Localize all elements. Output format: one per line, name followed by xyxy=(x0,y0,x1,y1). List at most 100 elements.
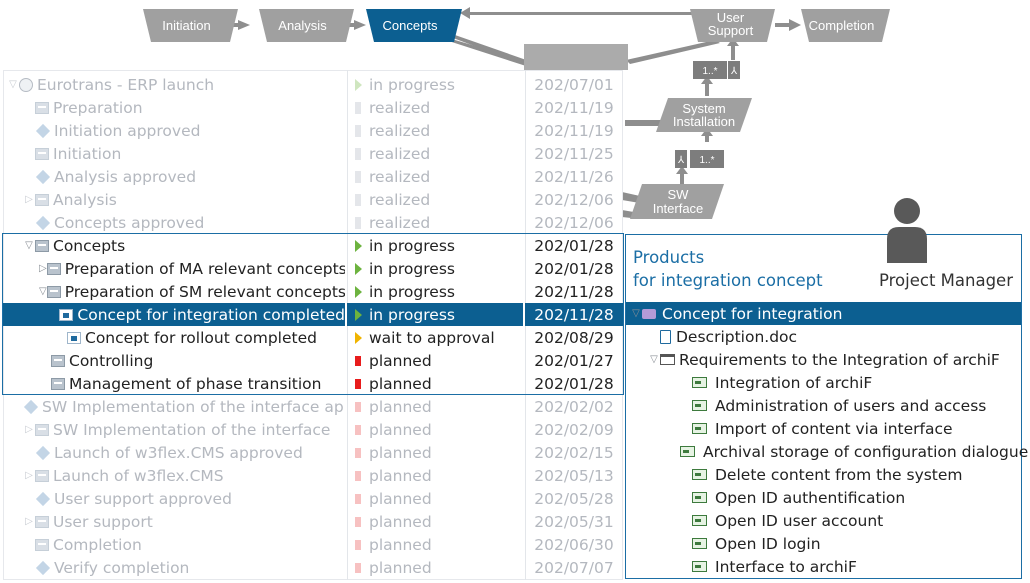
expand-toggle-icon[interactable]: ▽ xyxy=(650,354,658,365)
status-label: planned xyxy=(369,535,432,554)
sw-interface-label-2: Interface xyxy=(653,201,704,216)
expand-toggle-icon[interactable]: ▽ xyxy=(9,79,17,90)
requirement-icon xyxy=(680,446,695,457)
tree-item-label: Completion xyxy=(53,535,142,554)
expand-toggle-icon[interactable]: ▷ xyxy=(25,470,33,481)
task-icon xyxy=(35,423,49,436)
flow-step-analysis[interactable] xyxy=(259,9,354,42)
tree-date-cell: 202/05/31 xyxy=(534,512,614,531)
status-marker-icon xyxy=(355,147,361,160)
tree-item-label: SW Implementation of the interface xyxy=(53,420,331,439)
expand-toggle-icon[interactable]: ▷ xyxy=(25,516,33,527)
product-item[interactable]: Open ID user account xyxy=(626,509,1021,532)
status-label: planned xyxy=(369,558,432,577)
flow-step-concepts[interactable] xyxy=(366,9,462,42)
task-icon xyxy=(35,239,49,252)
tree-item-label: Preparation of MA relevant concepts xyxy=(64,259,345,278)
status-marker-icon xyxy=(355,539,361,550)
tree-status-cell: realized xyxy=(347,188,523,211)
product-item[interactable]: Import of content via interface xyxy=(626,417,1021,440)
product-item[interactable]: Open ID login xyxy=(626,532,1021,555)
status-marker-icon xyxy=(355,447,361,458)
tree-row[interactable]: Completion planned 202/06/30 xyxy=(3,533,623,556)
task-icon xyxy=(35,147,49,160)
product-item[interactable]: Open ID authentification xyxy=(626,486,1021,509)
product-item[interactable]: Delete content from the system xyxy=(626,463,1021,486)
tree-item-label: Concept for rollout completed xyxy=(85,328,317,347)
tree-status-cell: planned xyxy=(347,556,523,579)
tree-date-cell: 202/12/06 xyxy=(534,213,614,232)
flow-step-initiation[interactable] xyxy=(143,9,238,42)
tree-name-cell: Management of phase transition xyxy=(3,372,345,395)
status-label: planned xyxy=(369,374,432,393)
status-marker-icon xyxy=(355,355,361,366)
product-item[interactable]: Description.doc xyxy=(626,325,1021,348)
fork-glyph-top: ⅄ xyxy=(730,66,738,77)
milestone-icon xyxy=(35,560,51,575)
flow-step-label: Concepts xyxy=(383,18,438,33)
product-item-label: Requirements to the Integration of archi… xyxy=(679,350,1000,369)
expand-toggle-icon[interactable]: ▷ xyxy=(39,263,47,274)
status-label: planned xyxy=(369,420,432,439)
product-item[interactable]: ▽ Requirements to the Integration of arch… xyxy=(626,348,1021,371)
product-item-label: Description.doc xyxy=(676,327,798,346)
tree-name-cell: ▽Concepts xyxy=(3,234,345,257)
tree-date-cell: 202/11/25 xyxy=(534,144,614,163)
task-icon xyxy=(35,515,49,528)
status-label: realized xyxy=(369,167,431,186)
flow-step-completion[interactable] xyxy=(801,9,890,42)
expand-toggle-icon[interactable]: ▷ xyxy=(25,424,33,435)
product-item[interactable]: ▽Concept for integration xyxy=(626,302,1021,325)
system-installation-step[interactable] xyxy=(656,98,752,132)
product-item[interactable]: Administration of users and access xyxy=(626,394,1021,417)
product-item-label: Import of content via interface xyxy=(715,419,953,438)
tree-item-label: Concepts approved xyxy=(54,213,205,232)
task-icon xyxy=(35,469,49,482)
expand-toggle-icon[interactable]: ▷ xyxy=(25,194,33,205)
tree-row[interactable]: ▷ Preparation of MA relevant concepts in p… xyxy=(3,257,623,280)
status-label: in progress xyxy=(369,259,455,278)
tree-name-cell: Initiation approved xyxy=(3,119,345,142)
product-item-label: Administration of users and access xyxy=(715,396,987,415)
tree-date-cell: 202/06/30 xyxy=(534,535,614,554)
expand-toggle-icon[interactable]: ▽ xyxy=(632,308,640,319)
system-installation-label-2: Installation xyxy=(673,114,735,129)
status-label: planned xyxy=(369,489,432,508)
multiplicity-label-bottom: 1..* xyxy=(699,155,714,166)
sw-interface-step[interactable] xyxy=(630,184,724,219)
tree-item-label: Launch of w3flex.CMS approved xyxy=(54,443,303,462)
status-label: planned xyxy=(369,443,432,462)
product-item[interactable]: Interface to archiF xyxy=(626,555,1021,578)
expand-toggle-icon[interactable]: ▽ xyxy=(39,286,47,297)
milestone-icon xyxy=(35,169,51,184)
task-icon xyxy=(35,193,49,206)
flow-step-user-support[interactable] xyxy=(690,9,775,42)
tree-row[interactable]: ▷ SW Implementation of the interface plann… xyxy=(3,418,623,441)
status-marker-icon xyxy=(355,216,361,229)
system-installation-label-1: System xyxy=(682,101,725,116)
status-label: in progress xyxy=(369,282,455,301)
tree-item-label: Concept for integration completed xyxy=(77,305,345,324)
expand-toggle-icon[interactable]: ▽ xyxy=(25,240,33,251)
product-item[interactable]: Archival storage of configuration dialog… xyxy=(626,440,1028,463)
product-item[interactable]: Integration of archiF xyxy=(626,371,1021,394)
